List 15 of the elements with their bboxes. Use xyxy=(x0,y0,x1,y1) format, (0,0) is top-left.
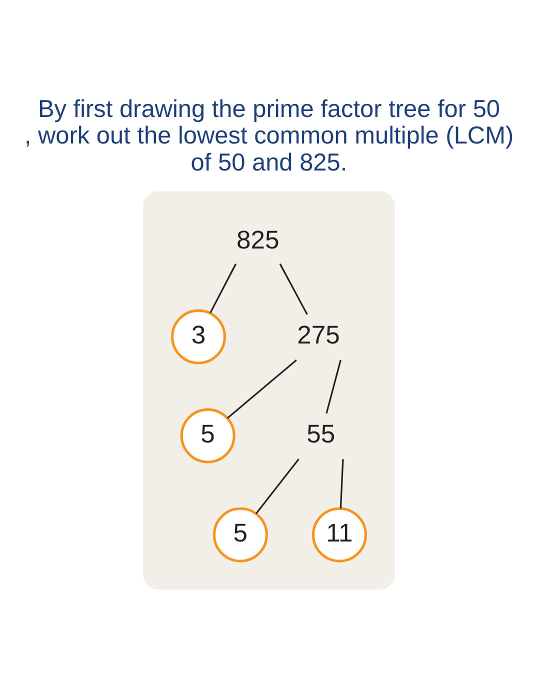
node-text: 825 xyxy=(236,226,280,254)
connector xyxy=(255,458,300,514)
connector xyxy=(279,264,308,315)
connector xyxy=(340,459,344,508)
diagram-title: By first drawing the prime factor tree for 50 , work out the lowest common multiple (LCM) of 50 and 825. xyxy=(24,96,514,176)
node-circle: 5 xyxy=(180,408,236,464)
node-text: 275 xyxy=(297,321,340,350)
node-circle: 5 xyxy=(212,507,268,562)
node-text: 55 xyxy=(306,420,336,448)
connector xyxy=(210,264,237,314)
connector xyxy=(226,359,297,419)
connector xyxy=(326,360,342,414)
node-circle: 3 xyxy=(171,309,226,364)
node-circle: 11 xyxy=(312,507,367,562)
cluster xyxy=(143,191,395,590)
